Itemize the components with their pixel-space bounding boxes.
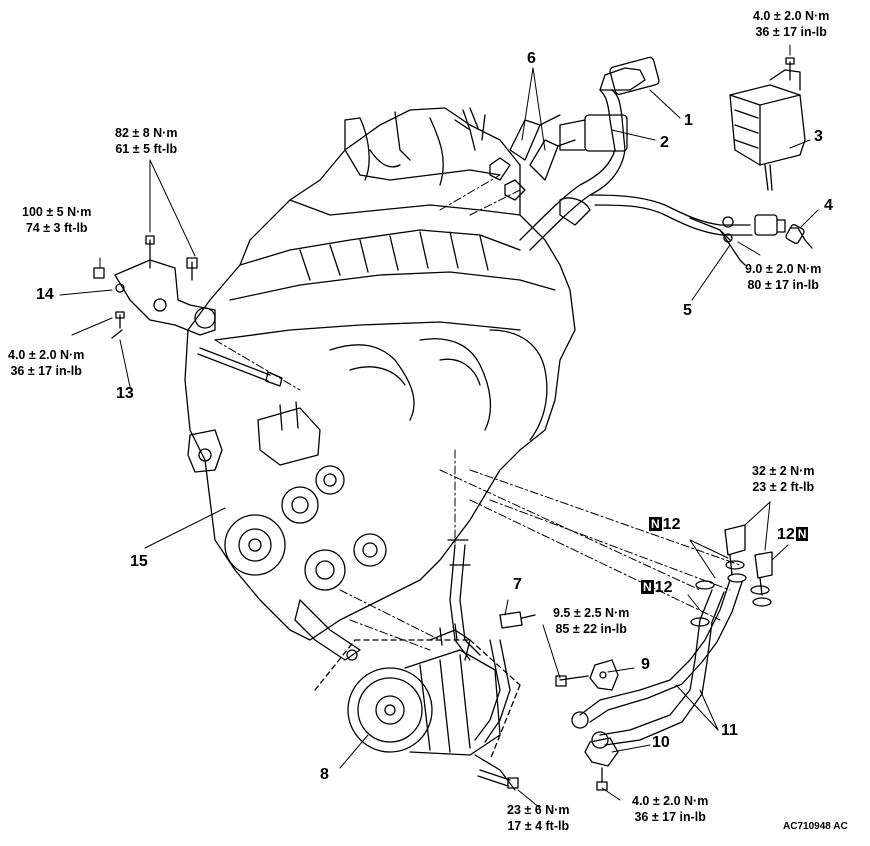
n-mark-badge: N (641, 580, 654, 594)
callout-1: 1 (684, 112, 693, 129)
callout-4: 4 (824, 197, 833, 214)
connector-4 (754, 214, 813, 249)
ac-compressor (314, 539, 536, 791)
callout-15: 15 (130, 553, 148, 570)
callout-5: 5 (683, 302, 692, 319)
n-mark-badge: N (649, 517, 662, 531)
callout-6: 6 (527, 50, 536, 67)
callout-10: 10 (652, 734, 670, 751)
relay-box (729, 57, 806, 191)
guide-lines (214, 174, 741, 651)
ac-hose-assembly (519, 56, 753, 266)
callout-3: 3 (814, 128, 823, 145)
callout-14: 14 (36, 286, 54, 303)
callout-11: 11 (721, 722, 738, 739)
callout-9: 9 (641, 656, 650, 673)
ac-pipe-assembly (555, 524, 773, 791)
engine-mount-14 (93, 235, 216, 339)
engine-block (184, 107, 576, 661)
callout-8: 8 (320, 766, 329, 783)
leader-lines (59, 44, 819, 809)
callout-2: 2 (660, 134, 669, 151)
hose-fittings-6 (462, 107, 576, 201)
n-mark-badge: N (795, 527, 809, 541)
callout-13: 13 (116, 385, 134, 402)
callout-7: 7 (513, 576, 522, 593)
figure-code: AC710948 AC (783, 821, 848, 832)
